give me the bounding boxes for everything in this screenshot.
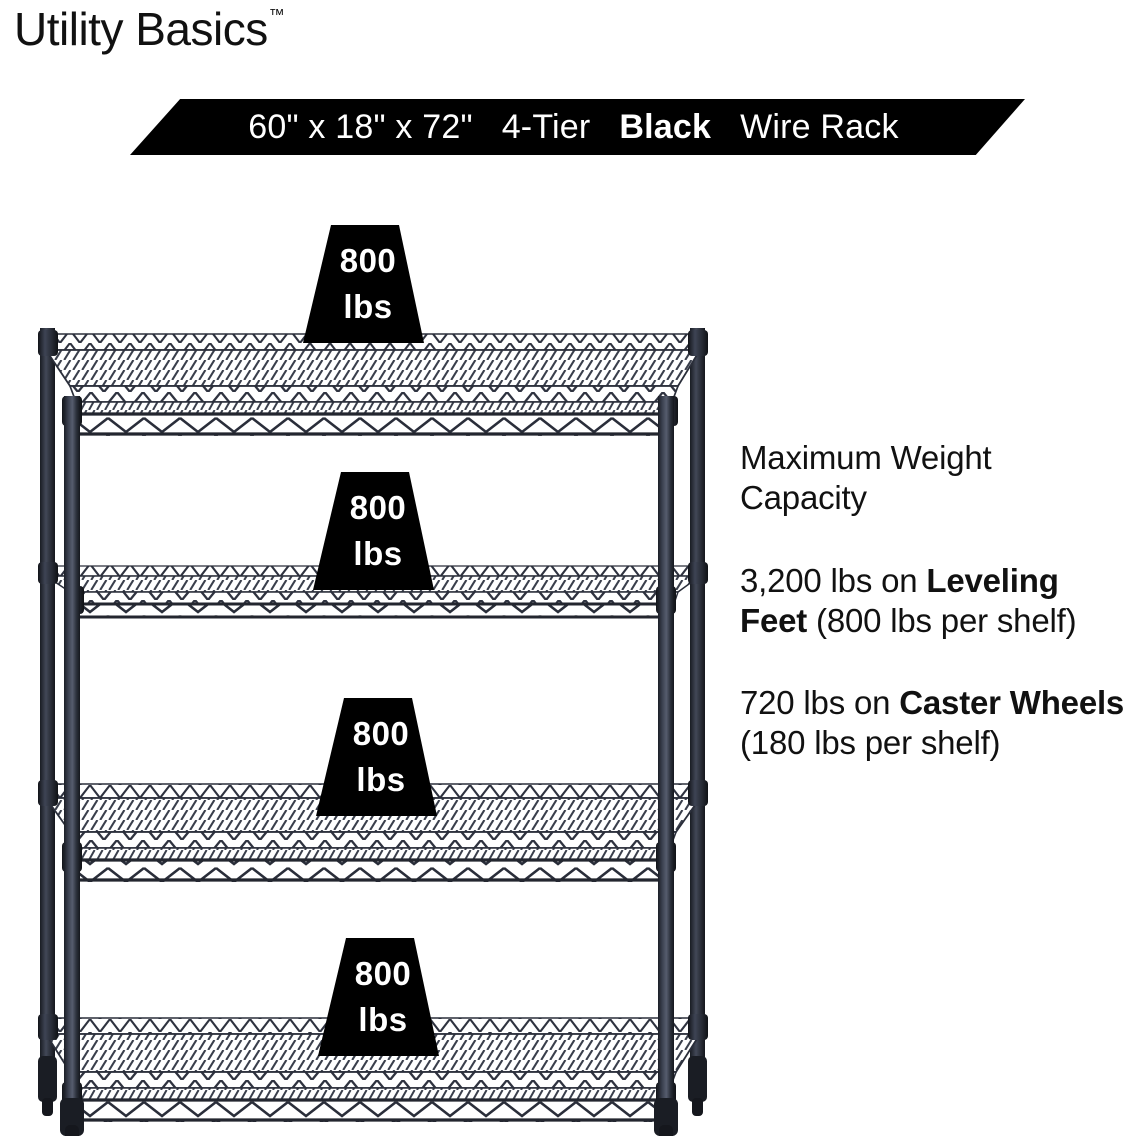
caster-detail: (180 lbs per shelf)	[740, 724, 1001, 762]
caster-emphasis: Caster Wheels	[899, 684, 1125, 721]
product-color: Black	[619, 107, 712, 146]
product-title-text: 60" x 18" x 72" 4-Tier Black Wire Rack	[248, 108, 898, 147]
product-dimensions: 60" x 18" x 72"	[248, 107, 473, 146]
shelf-tier-1	[38, 330, 708, 436]
leveling-detail: (800 lbs per shelf)	[807, 601, 1077, 639]
capacity-info-panel: Maximum Weight Capacity 3,200 lbs on Lev…	[740, 438, 1125, 764]
spacer-3	[721, 108, 731, 146]
caster-total: 720 lbs on	[740, 684, 900, 721]
brand-logo: Utility Basics™	[14, 3, 285, 55]
trapezoid-shape	[313, 472, 434, 590]
front-posts	[64, 396, 674, 1112]
product-title-banner: 60" x 18" x 72" 4-Tier Black Wire Rack	[130, 99, 1025, 155]
load-badge-tier-2: 800 lbs	[313, 472, 443, 590]
product-tier: 4-Tier	[501, 107, 591, 146]
brand-name: Utility Basics	[14, 3, 268, 55]
leveling-feet	[38, 1056, 707, 1136]
product-type: Wire Rack	[740, 107, 899, 146]
capacity-heading: Maximum Weight Capacity	[740, 439, 992, 517]
spacer-2	[600, 108, 610, 146]
trapezoid-shape	[303, 225, 424, 343]
load-badge-tier-1: 800 lbs	[303, 225, 433, 343]
leveling-total: 3,200 lbs on	[740, 561, 927, 599]
spacer-1	[482, 108, 492, 146]
capacity-leveling-feet: 3,200 lbs on Leveling Feet (800 lbs per …	[740, 561, 1125, 642]
trapezoid-shape	[318, 938, 439, 1056]
load-badge-tier-4: 800 lbs	[318, 938, 448, 1056]
trademark-symbol: ™	[268, 6, 285, 24]
rear-posts	[40, 328, 705, 1070]
leveling-emphasis: Leveling Feet	[740, 561, 1059, 639]
trapezoid-shape	[316, 698, 437, 816]
capacity-caster-wheels: 720 lbs on Caster Wheels (180 lbs per sh…	[740, 683, 1125, 764]
load-badge-tier-3: 800 lbs	[316, 698, 446, 816]
